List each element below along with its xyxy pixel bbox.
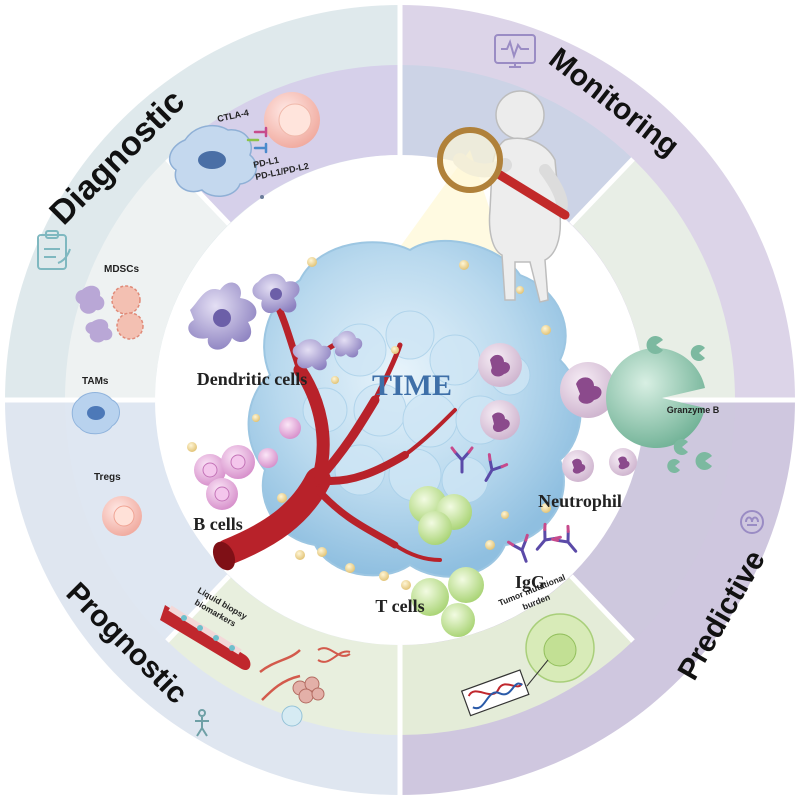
investigator-figure bbox=[437, 90, 570, 303]
clipboard-icon bbox=[37, 230, 71, 270]
panel-granzyme bbox=[571, 159, 736, 400]
label-tregs: Tregs bbox=[94, 472, 121, 483]
panel-liquid-biopsy bbox=[167, 576, 400, 736]
blood-vessel-tube bbox=[160, 605, 251, 671]
panel-tmb bbox=[400, 576, 633, 736]
neutrophil-group bbox=[478, 343, 637, 482]
label-b-cells: B cells bbox=[193, 514, 243, 534]
magnifier-icon bbox=[437, 127, 503, 193]
t-cell bbox=[411, 578, 449, 616]
t-cell-group bbox=[409, 486, 484, 637]
checkpoint-illustration: CTLA-4 PD-L1 PD-L1/PD-L2 bbox=[168, 92, 320, 199]
panel-tregs bbox=[64, 400, 229, 641]
figure-head bbox=[495, 90, 545, 140]
suppressor-cells: MDSCs TAMs Tregs bbox=[71, 264, 144, 536]
label-tams: TAMs bbox=[82, 376, 109, 387]
brain-icon bbox=[740, 510, 764, 534]
monitor-icon bbox=[494, 34, 536, 68]
label-dendritic-cells: Dendritic cells bbox=[197, 369, 307, 389]
b-cell bbox=[279, 417, 301, 439]
dendritic-cell bbox=[332, 330, 363, 358]
label-neutrophil: Neutrophil bbox=[538, 491, 622, 511]
antibody-group bbox=[450, 446, 578, 563]
label-igg: IgG bbox=[515, 572, 545, 592]
t-cell bbox=[448, 567, 484, 603]
center-title: TIME bbox=[372, 369, 452, 402]
t-cell bbox=[418, 511, 452, 545]
panel-predictive-inner bbox=[571, 400, 736, 641]
t-cell bbox=[441, 603, 475, 637]
granzyme-pacman bbox=[606, 348, 705, 448]
vessel-opening bbox=[212, 541, 236, 571]
person-icon bbox=[195, 709, 209, 737]
b-cell-group bbox=[194, 417, 301, 510]
b-cell bbox=[258, 448, 278, 468]
blood-vessel bbox=[215, 296, 457, 565]
granzyme-illustration: Granzyme B bbox=[606, 336, 720, 473]
label-granzyme: Granzyme B bbox=[667, 405, 720, 415]
dendritic-cell-group bbox=[188, 273, 363, 371]
dna-icon bbox=[317, 647, 351, 663]
label-t-cells: T cells bbox=[375, 596, 424, 616]
magnifier-handle bbox=[495, 170, 570, 220]
label-mdscs: MDSCs bbox=[104, 264, 139, 275]
bead-group bbox=[187, 257, 551, 590]
dendritic-cell bbox=[292, 339, 331, 371]
